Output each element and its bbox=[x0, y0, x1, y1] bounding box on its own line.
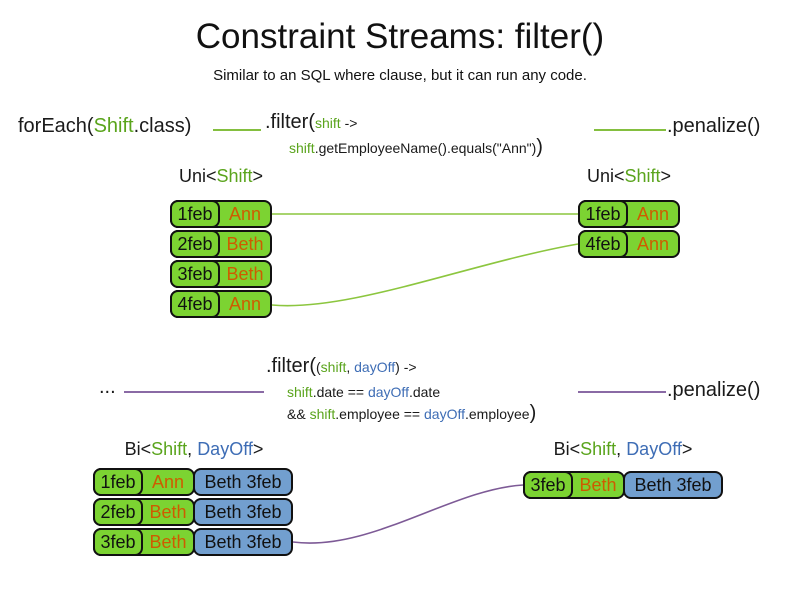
shift-date: 4feb bbox=[578, 230, 628, 258]
connector-shift-4feb bbox=[271, 243, 579, 307]
filter2-line1: .filter((shift, dayOff) -> bbox=[266, 355, 417, 377]
shift-box: 2feb Beth bbox=[93, 498, 195, 526]
table-row: 3feb Beth Beth 3feb bbox=[523, 471, 723, 499]
shift-employee: Beth bbox=[149, 531, 187, 552]
shift-box: 3feb Beth bbox=[170, 260, 272, 288]
filter2-line2: shift.date == dayOff.date bbox=[287, 384, 441, 400]
shift-employee: Beth bbox=[149, 501, 187, 522]
foreach-post: .class) bbox=[133, 115, 192, 137]
dayoff-box: Beth 3feb bbox=[623, 471, 723, 499]
connector-filter-penalize-2 bbox=[578, 391, 666, 393]
connector-bi-3feb bbox=[292, 484, 524, 544]
slide-subtitle: Similar to an SQL where clause, but it c… bbox=[213, 67, 587, 84]
table-row: 1feb Ann Beth 3feb bbox=[93, 468, 293, 496]
shift-date: 2feb bbox=[170, 230, 220, 258]
shift-box: 2feb Beth bbox=[170, 230, 272, 258]
table-row: 2feb Beth Beth 3feb bbox=[93, 498, 293, 526]
uni-right-table: 1feb Ann 4feb Ann bbox=[578, 200, 680, 258]
table-row: 4feb Ann bbox=[578, 230, 680, 258]
shift-date: 3feb bbox=[93, 528, 143, 556]
shift-employee: Ann bbox=[228, 293, 262, 314]
filter1-line2: shift.getEmployeeName().equals("Ann")) bbox=[289, 136, 543, 158]
connector-foreach-filter bbox=[213, 129, 261, 131]
filter2-method: .filter( bbox=[266, 355, 316, 377]
table-row: 3feb Beth bbox=[170, 260, 272, 288]
shift-date: 3feb bbox=[170, 260, 220, 288]
bi-source-ellipsis: ... bbox=[99, 376, 116, 398]
table-row: 1feb Ann bbox=[170, 200, 272, 228]
shift-box: 3feb Beth bbox=[93, 528, 195, 556]
foreach-code: forEach(Shift.class) bbox=[18, 114, 191, 138]
foreach-type: Shift bbox=[93, 115, 134, 137]
shift-box: 1feb Ann bbox=[578, 200, 680, 228]
uni-left-table: 1feb Ann 2feb Beth 3feb Beth 4feb Ann bbox=[170, 200, 272, 318]
filter2-param2: dayOff bbox=[354, 359, 396, 375]
filter1-arrow: -> bbox=[340, 115, 358, 131]
shift-employee: Beth bbox=[226, 233, 264, 254]
bi-right-table: 3feb Beth Beth 3feb bbox=[523, 471, 723, 499]
table-row: 2feb Beth bbox=[170, 230, 272, 258]
shift-employee: Beth bbox=[579, 474, 617, 495]
filter1-body: .getEmployeeName().equals("Ann") bbox=[314, 140, 537, 156]
slide-title: Constraint Streams: filter() bbox=[195, 17, 605, 56]
penalize1-code: .penalize() bbox=[667, 115, 761, 137]
filter1-method: .filter( bbox=[265, 111, 315, 133]
shift-date: 1feb bbox=[578, 200, 628, 228]
shift-date: 1feb bbox=[93, 468, 143, 496]
filter2-arrow: -> bbox=[399, 359, 417, 375]
table-row: 4feb Ann bbox=[170, 290, 272, 318]
shift-employee: Ann bbox=[636, 233, 670, 254]
shift-employee: Ann bbox=[636, 203, 670, 224]
filter1-close-paren: ) bbox=[536, 136, 543, 158]
dayoff-box: Beth 3feb bbox=[193, 468, 293, 496]
shift-employee: Beth bbox=[226, 263, 264, 284]
bi-right-label: Bi<Shift, DayOff> bbox=[553, 439, 693, 459]
filter1-line1: .filter(shift -> bbox=[265, 110, 357, 135]
uni-right-label: Uni<Shift> bbox=[586, 166, 672, 186]
filter2-line3: && shift.employee == dayOff.employee) bbox=[287, 402, 537, 424]
shift-box: 4feb Ann bbox=[170, 290, 272, 318]
foreach-pre: forEach( bbox=[18, 115, 94, 137]
shift-date: 4feb bbox=[170, 290, 220, 318]
shift-box: 4feb Ann bbox=[578, 230, 680, 258]
dayoff-box: Beth 3feb bbox=[193, 528, 293, 556]
shift-box: 1feb Ann bbox=[170, 200, 272, 228]
table-row: 1feb Ann bbox=[578, 200, 680, 228]
shift-box: 1feb Ann bbox=[93, 468, 195, 496]
filter2-close-paren: ) bbox=[529, 402, 537, 424]
dayoff-box: Beth 3feb bbox=[193, 498, 293, 526]
bi-left-label: Bi<Shift, DayOff> bbox=[124, 439, 264, 459]
shift-employee: Ann bbox=[151, 471, 185, 492]
shift-box: 3feb Beth bbox=[523, 471, 625, 499]
filter1-param: shift bbox=[315, 115, 341, 131]
shift-date: 3feb bbox=[523, 471, 573, 499]
connector-source-filter bbox=[124, 391, 264, 393]
shift-date: 2feb bbox=[93, 498, 143, 526]
shift-date: 1feb bbox=[170, 200, 220, 228]
connector-filter-penalize-1 bbox=[594, 129, 666, 131]
penalize2-code: .penalize() bbox=[667, 379, 761, 401]
shift-employee: Ann bbox=[228, 203, 262, 224]
bi-left-table: 1feb Ann Beth 3feb 2feb Beth Beth 3feb 3… bbox=[93, 468, 293, 556]
filter1-body-var: shift bbox=[289, 140, 315, 156]
filter2-param1: shift bbox=[320, 359, 347, 375]
table-row: 3feb Beth Beth 3feb bbox=[93, 528, 293, 556]
uni-left-label: Uni<Shift> bbox=[178, 166, 264, 186]
